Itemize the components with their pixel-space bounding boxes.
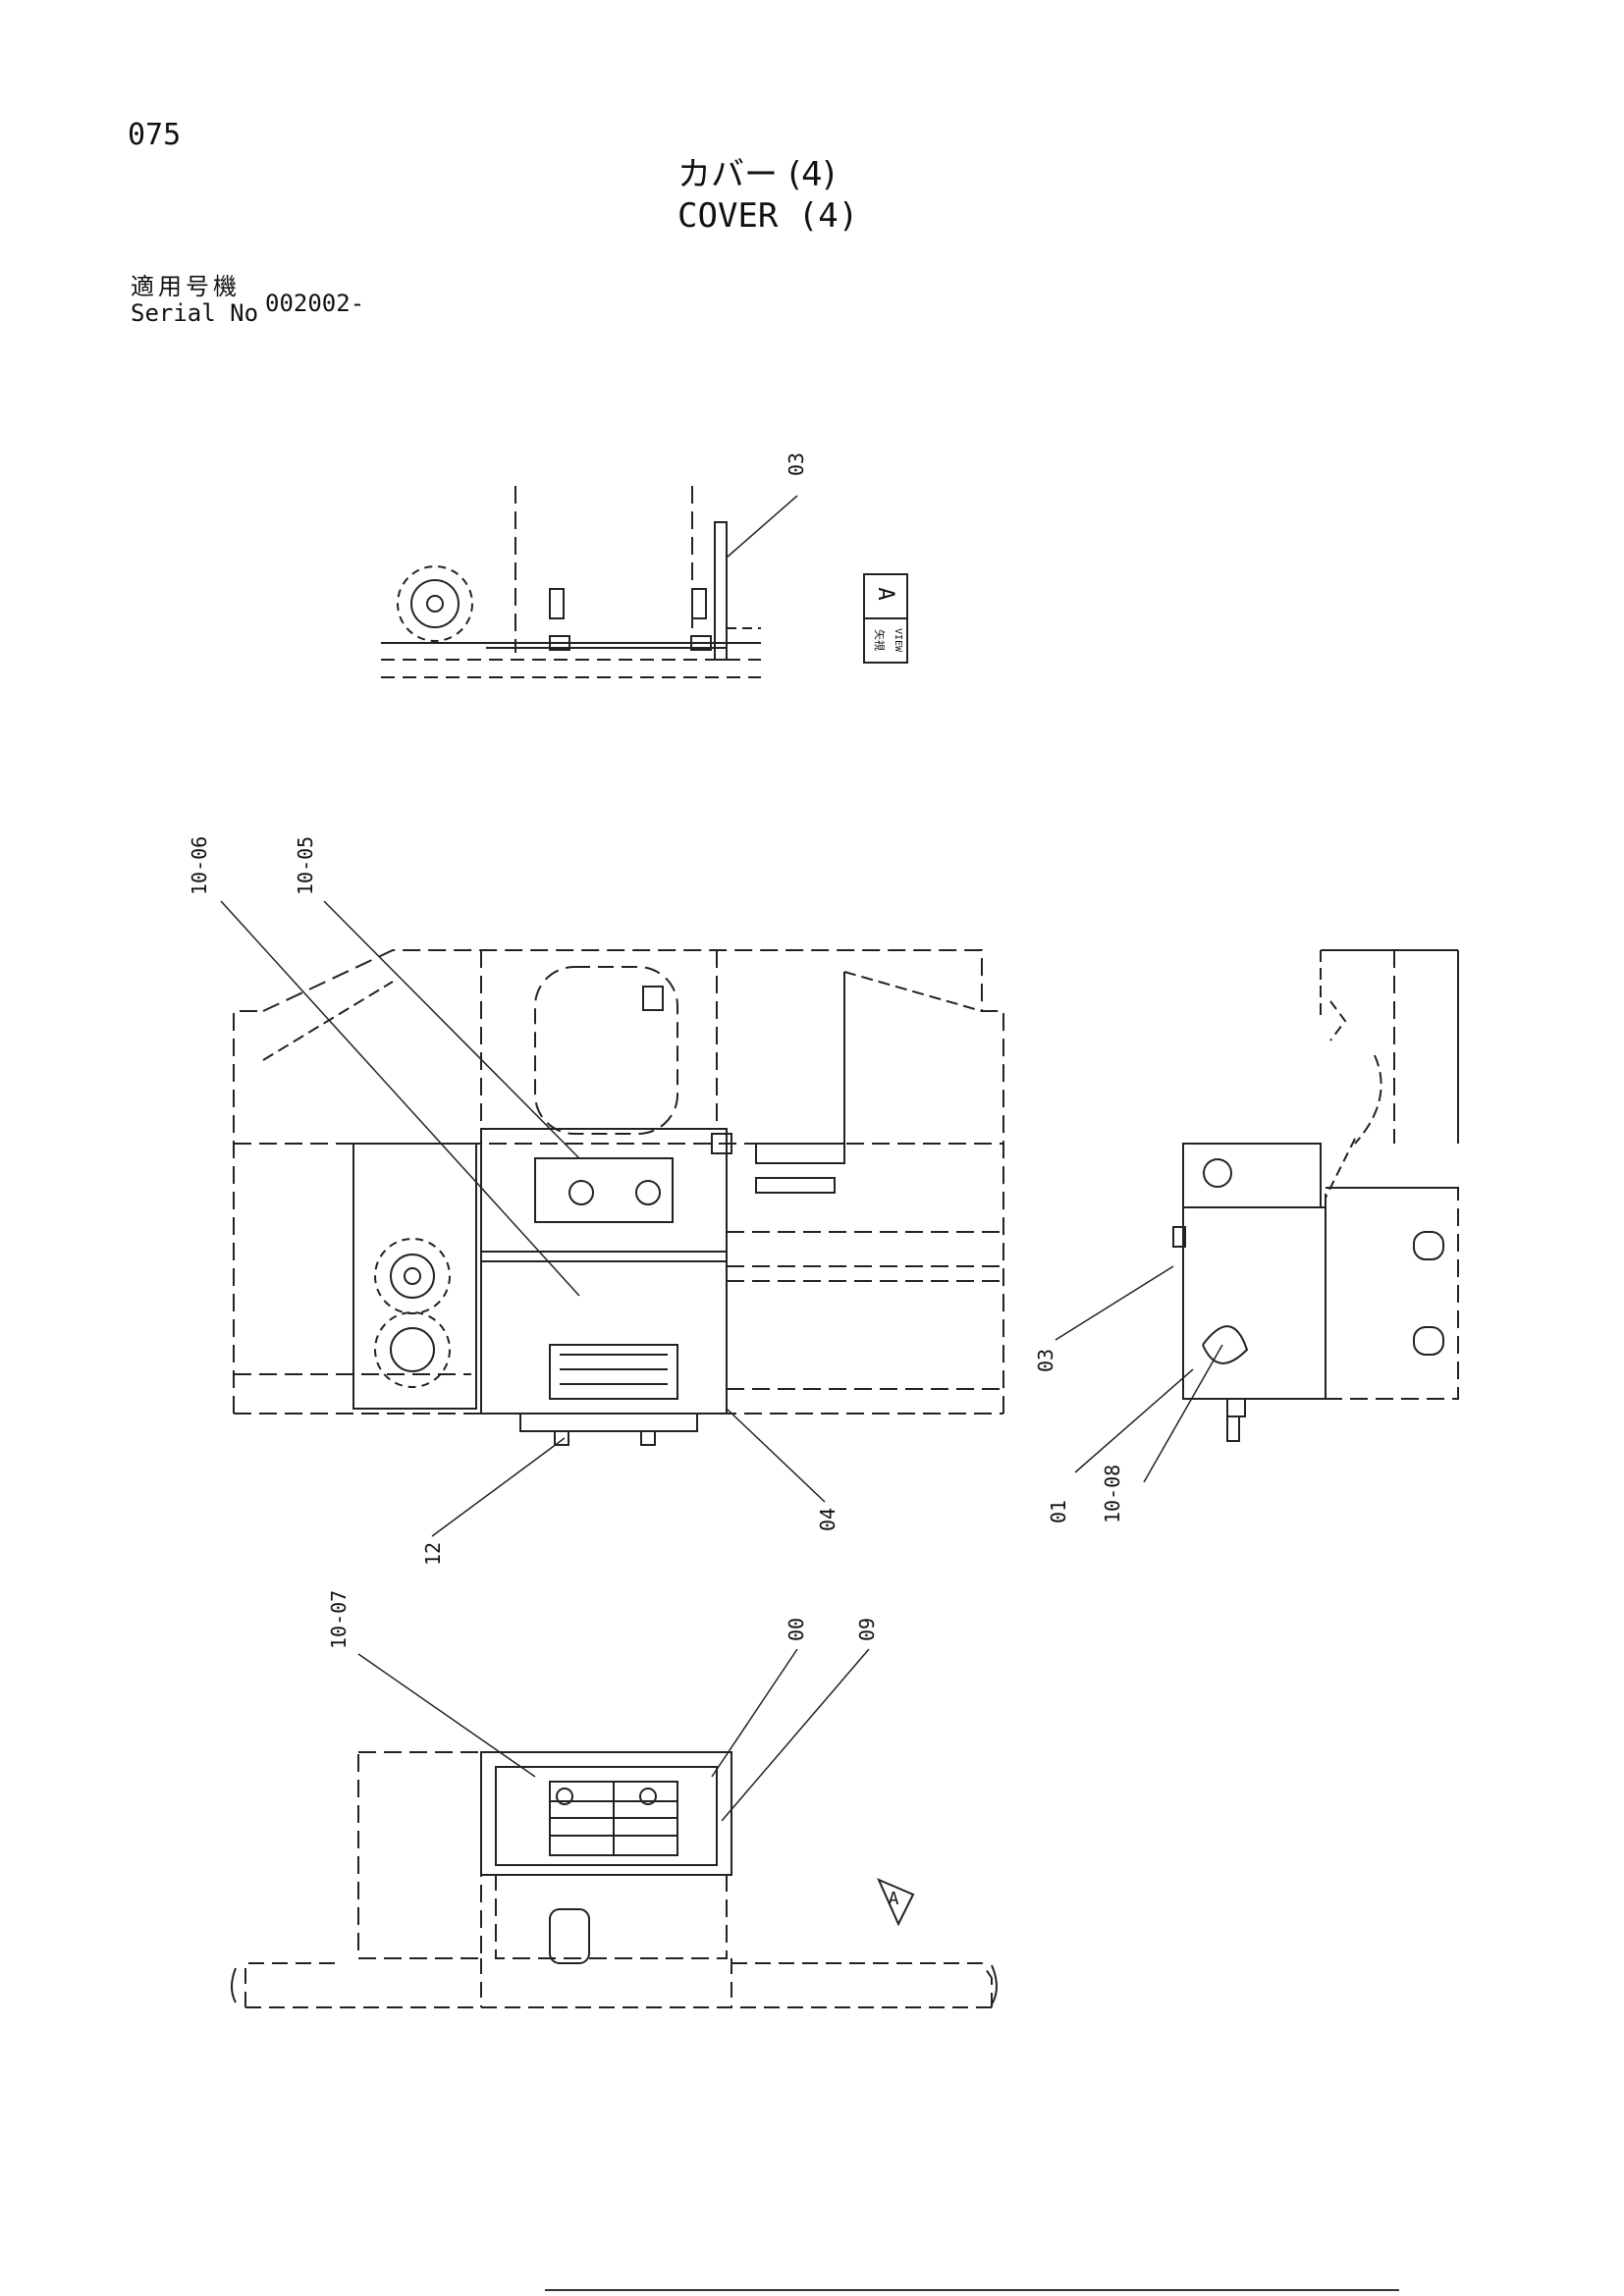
callout-04: 04 [816, 1508, 839, 1531]
side-view-drawing [1172, 949, 1459, 1442]
serial-number-value: 002002- [265, 290, 365, 317]
view-a-label: A 矢視 VIEW [863, 573, 908, 664]
serial-label-japanese: 適用号機 [131, 273, 241, 300]
callout-00: 00 [785, 1618, 808, 1641]
view-a-drawing [381, 486, 761, 678]
view-a-arrow-letter: A [889, 1889, 899, 1909]
serial-label-english: Serial No [131, 299, 259, 327]
page-number: 075 [128, 118, 182, 152]
callout-12: 12 [421, 1542, 445, 1566]
front-view-drawing [233, 949, 1004, 1446]
leader-lines [220, 495, 1223, 1822]
callout-10-05: 10-05 [294, 836, 317, 895]
callout-03-top: 03 [785, 453, 808, 476]
view-a-en: VIEW [893, 628, 903, 653]
callout-labels: 03 10-06 10-05 12 04 03 01 10-08 10-07 0… [188, 453, 1124, 1649]
callout-09: 09 [855, 1618, 879, 1641]
page-title-english: COVER (4) [677, 196, 859, 236]
callout-10-07: 10-07 [327, 1590, 351, 1649]
callout-01: 01 [1047, 1500, 1070, 1523]
page-title-japanese: カバー (4) [677, 155, 836, 194]
callout-10-08: 10-08 [1101, 1465, 1124, 1523]
view-a-letter: A [873, 587, 897, 600]
callout-03-side: 03 [1034, 1349, 1057, 1372]
view-a-ja: 矢視 [873, 629, 887, 651]
footer-rule [545, 2289, 1399, 2291]
callout-10-06: 10-06 [188, 836, 211, 895]
bottom-view-drawing [231, 1751, 998, 2008]
view-a-arrow: A [877, 1878, 915, 1927]
